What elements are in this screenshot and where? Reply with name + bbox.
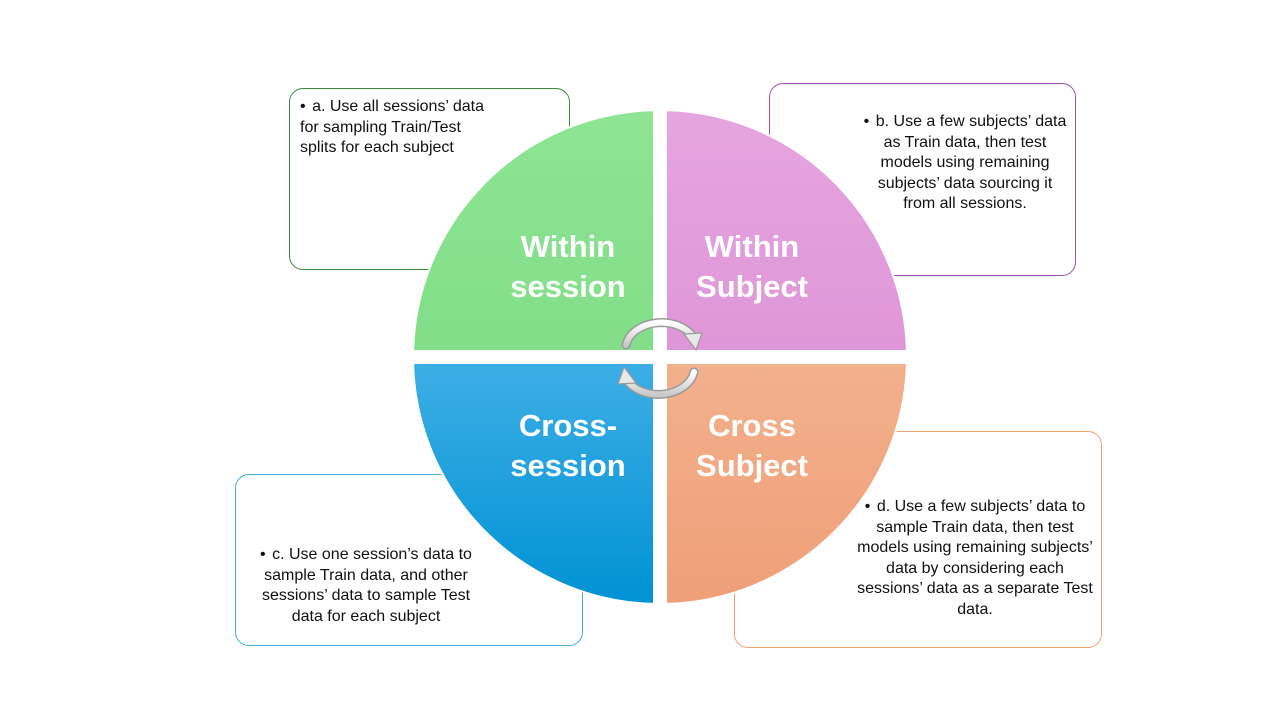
note-a-text: a. Use all sessions’ data for sampling T… xyxy=(300,98,484,156)
label-within-subject-line1: Within xyxy=(704,229,800,264)
label-within-session-line2: session xyxy=(510,269,626,304)
label-cross-subject: Cross Subject xyxy=(662,406,842,486)
note-cross-subject-text: • d. Use a few subjects’ data to sample … xyxy=(855,497,1095,620)
cycle-arrows-icon xyxy=(617,318,703,399)
note-d-text: d. Use a few subjects’ data to sample Tr… xyxy=(857,498,1093,618)
label-cross-session: Cross- session xyxy=(478,406,658,486)
bullet-icon: • xyxy=(260,546,266,563)
note-c-text: c. Use one session’s data to sample Trai… xyxy=(261,546,472,625)
label-cross-subject-line1: Cross xyxy=(708,408,796,443)
quadrant-cross-subject xyxy=(665,362,908,605)
bullet-icon: • xyxy=(300,98,306,115)
note-b-text: b. Use a few subjects’ data as Train dat… xyxy=(875,113,1067,212)
note-within-subject-text: • b. Use a few subjects’ data as Train d… xyxy=(860,112,1070,215)
quadrant-within-session xyxy=(412,109,655,352)
label-within-subject: Within Subject xyxy=(662,227,842,307)
label-within-subject-line2: Subject xyxy=(696,269,808,304)
bullet-icon: • xyxy=(864,498,871,515)
note-cross-session-text: • c. Use one session’s data to sample Tr… xyxy=(246,545,486,627)
bullet-icon: • xyxy=(863,113,870,130)
quadrant-cross-session xyxy=(412,362,655,605)
quadrant-within-subject xyxy=(665,109,908,352)
label-cross-session-line1: Cross- xyxy=(518,408,618,443)
note-within-session-text: • a. Use all sessions’ data for sampling… xyxy=(300,97,490,159)
label-cross-subject-line2: Subject xyxy=(696,448,808,483)
label-within-session-line1: Within xyxy=(520,229,616,264)
label-cross-session-line2: session xyxy=(510,448,626,483)
label-within-session: Within session xyxy=(478,227,658,307)
